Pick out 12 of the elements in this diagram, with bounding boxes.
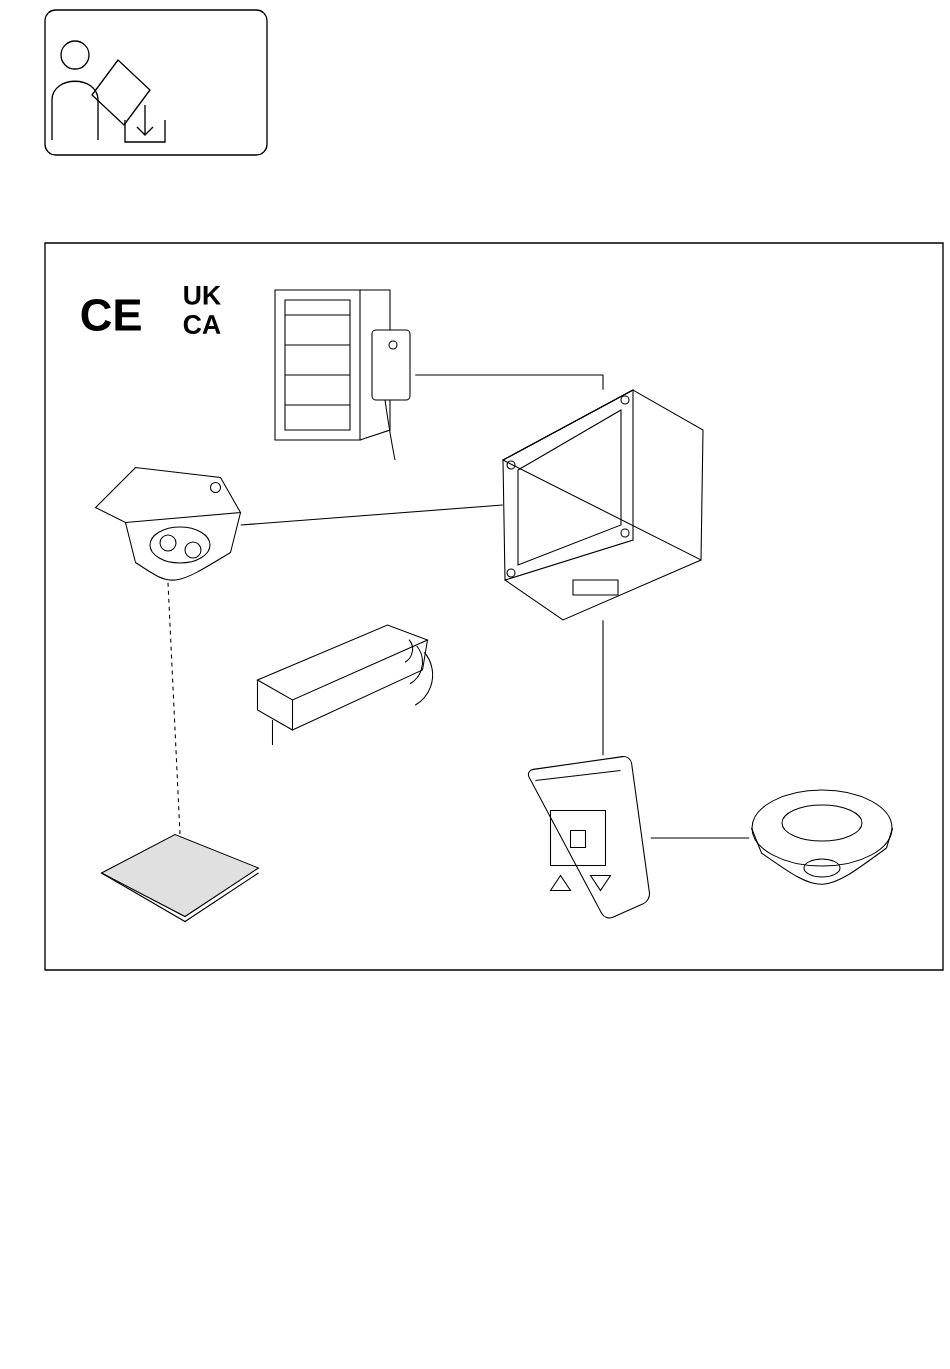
conformity-mark: UK CA: [183, 286, 221, 334]
connector-line: [240, 504, 504, 526]
smoke-detector-drawing: [750, 789, 894, 885]
ceiling-detector-drawing: [94, 466, 242, 581]
conformity-mark: CE: [81, 299, 141, 332]
call-point-drawing: [527, 756, 651, 919]
connector-line: [602, 619, 604, 756]
reflector-plate-drawing: [100, 833, 260, 923]
damper-drawing: [274, 289, 411, 461]
connector-line: [650, 837, 750, 839]
radio-module-drawing: [256, 624, 434, 746]
connector-line: [414, 374, 604, 391]
